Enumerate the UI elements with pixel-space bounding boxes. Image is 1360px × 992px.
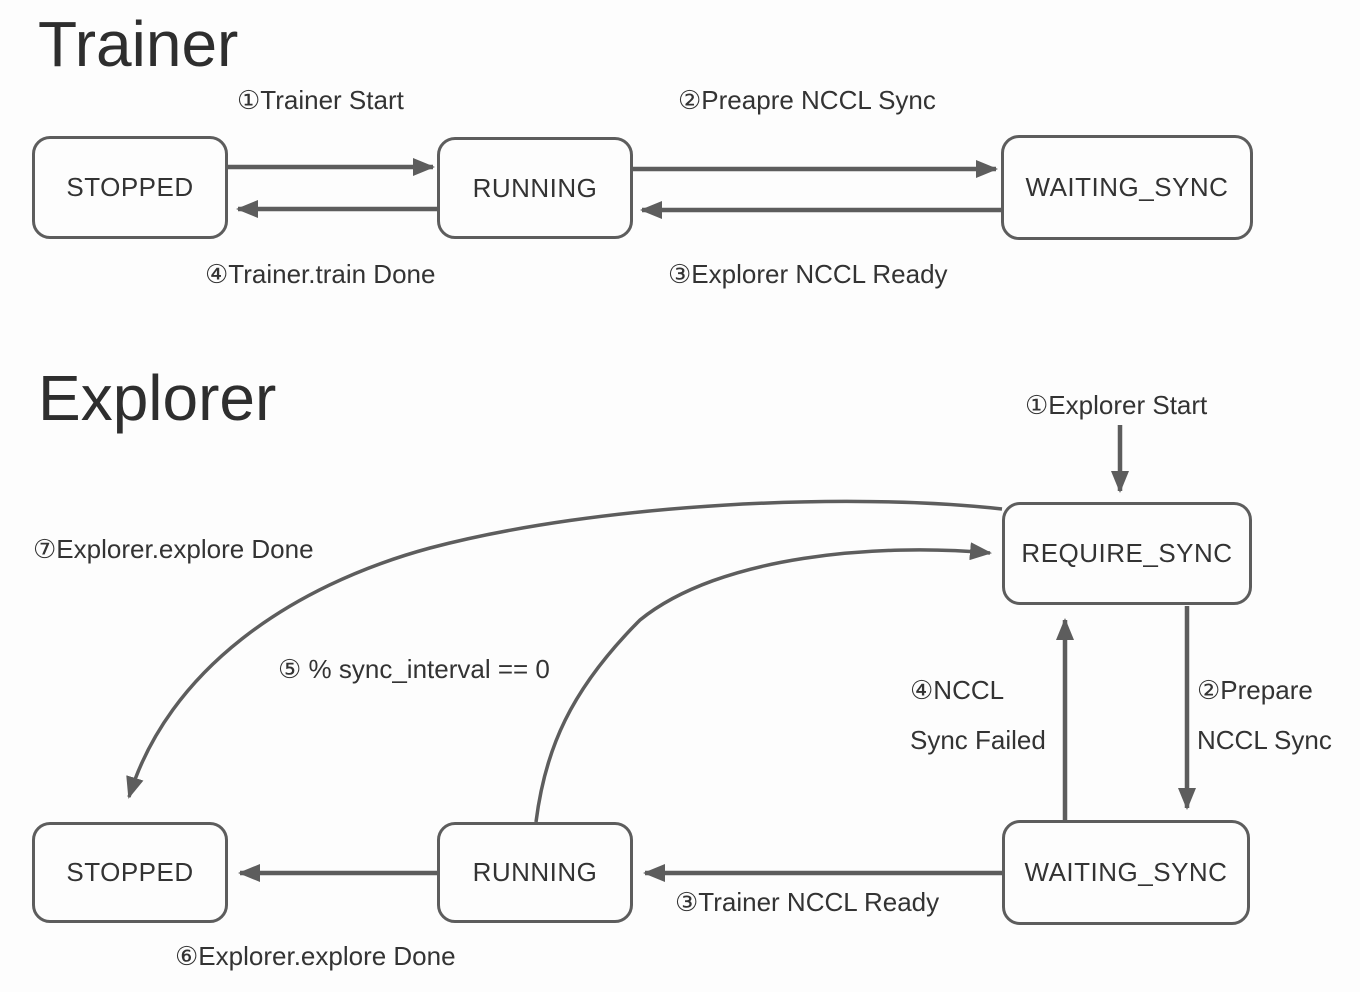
arrow-explorer-require-sync-to-stopped-curve xyxy=(126,499,1003,799)
explorer-transition-sync-interval-label: ⑤ % sync_interval == 0 xyxy=(278,654,550,684)
explorer-transition-start-label: ①Explorer Start xyxy=(1025,390,1208,420)
explorer-state-running-label: RUNNING xyxy=(472,857,598,887)
explorer-transition-explore-done-require-sync-label: ⑦Explorer.explore Done xyxy=(33,534,314,564)
trainer-state-running-label: RUNNING xyxy=(472,172,598,203)
trainer-section-title: Trainer xyxy=(38,8,239,80)
arrow-explorer-running-to-require-sync-curve xyxy=(534,542,992,823)
explorer-state-require-sync-label: REQUIRE_SYNC xyxy=(1021,538,1233,568)
explorer-state-stopped: STOPPED xyxy=(32,822,228,923)
explorer-state-stopped-label: STOPPED xyxy=(66,857,194,887)
trainer-state-waiting-sync: WAITING_SYNC xyxy=(1001,135,1253,240)
explorer-section-title: Explorer xyxy=(38,362,277,434)
explorer-transition-prepare-nccl-sync-line1: ②Prepare xyxy=(1197,675,1313,705)
trainer-transition-train-done-label: ④Trainer.train Done xyxy=(205,259,436,289)
trainer-state-waiting-sync-label: WAITING_SYNC xyxy=(1025,172,1229,202)
trainer-transition-explorer-nccl-ready-label: ③Explorer NCCL Ready xyxy=(668,259,948,289)
explorer-transition-prepare-nccl-sync-line2: NCCL Sync xyxy=(1197,725,1332,755)
trainer-transition-start-label: ①Trainer Start xyxy=(237,85,404,115)
explorer-transition-trainer-nccl-ready-label: ③Trainer NCCL Ready xyxy=(675,887,940,917)
trainer-state-stopped: STOPPED xyxy=(32,136,228,239)
explorer-transition-nccl-sync-failed-line2: Sync Failed xyxy=(910,725,1046,755)
explorer-transition-nccl-sync-failed-line1: ④NCCL xyxy=(910,675,1005,705)
explorer-transition-prepare-nccl-sync-label: ②Prepare NCCL Sync xyxy=(1197,665,1332,765)
explorer-state-require-sync: REQUIRE_SYNC xyxy=(1002,502,1252,605)
trainer-state-stopped-label: STOPPED xyxy=(66,172,194,202)
trainer-state-running: RUNNING xyxy=(437,137,633,239)
explorer-transition-nccl-sync-failed-label: ④NCCL Sync Failed xyxy=(910,665,1046,765)
explorer-state-waiting-sync: WAITING_SYNC xyxy=(1002,820,1250,925)
explorer-state-running: RUNNING xyxy=(437,822,633,923)
explorer-transition-explore-done-running-label: ⑥Explorer.explore Done xyxy=(175,941,456,971)
trainer-transition-prepare-nccl-sync-label: ②Preapre NCCL Sync xyxy=(678,85,936,115)
explorer-state-waiting-sync-label: WAITING_SYNC xyxy=(1024,857,1228,887)
